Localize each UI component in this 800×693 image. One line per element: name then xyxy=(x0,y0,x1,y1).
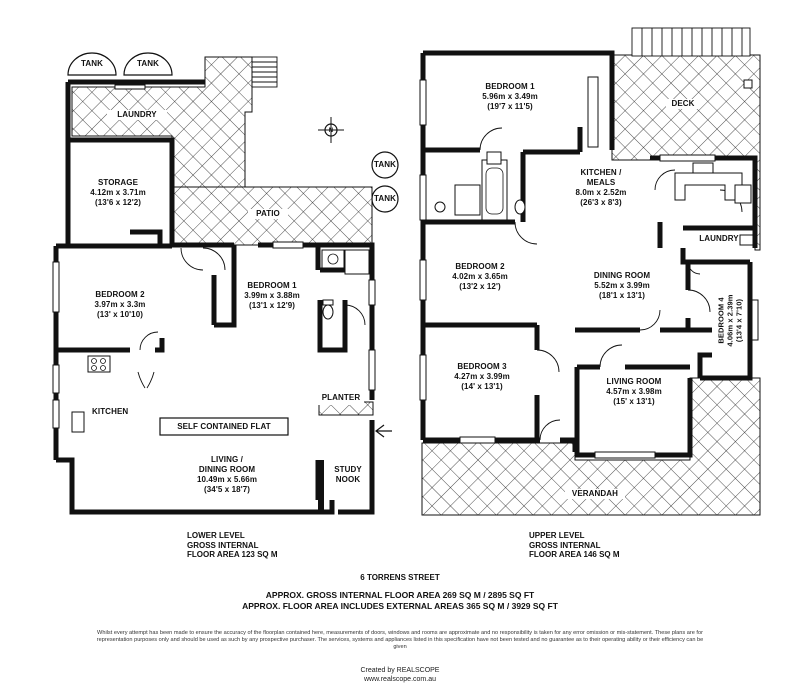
lower-level-summary: LOWER LEVEL GROSS INTERNAL FLOOR AREA 12… xyxy=(187,531,278,560)
room-name: DINING ROOM xyxy=(593,271,651,280)
room-name: BEDROOM 1 xyxy=(247,281,297,290)
tank-label: TANK xyxy=(373,194,397,203)
flat-label: SELF CONTAINED FLAT xyxy=(177,422,271,431)
room-name: BEDROOM 2 xyxy=(455,262,505,271)
tank-label: TANK xyxy=(80,59,104,68)
tank-shape xyxy=(67,52,117,76)
bedroom2-upper-label: BEDROOM 2 4.02m x 3.65m (13'2 x 12') xyxy=(440,262,520,292)
patio-label: PATIO xyxy=(248,209,288,219)
planter-label: PLANTER xyxy=(321,393,361,402)
room-name: STORAGE xyxy=(97,178,139,187)
room-name: STUDY xyxy=(334,465,362,474)
tank-shape xyxy=(371,151,399,179)
living-upper-label: LIVING ROOM 4.57m x 3.98m (15' x 13'1) xyxy=(592,377,676,407)
bedroom1-upper-label: BEDROOM 1 5.96m x 3.49m (19'7 x 11'5) xyxy=(470,82,550,112)
dining-upper-label: DINING ROOM 5.52m x 3.99m (18'1 x 13'1) xyxy=(580,271,664,301)
deck-area xyxy=(611,54,761,251)
room-name: NOOK xyxy=(335,475,361,484)
deck-stairs xyxy=(631,27,751,57)
compass-n-label: N xyxy=(328,128,334,134)
disclaimer: Whilst every attempt has been made to en… xyxy=(96,630,704,651)
summary-line: FLOOR AREA 146 SQ M xyxy=(529,550,620,559)
room-name: BEDROOM 2 xyxy=(95,290,145,299)
room-name: DINING ROOM xyxy=(198,465,256,474)
upper-windows xyxy=(419,76,759,459)
credit-line: Created by REALSCOPE xyxy=(360,667,440,674)
bedroom1-lower-label: BEDROOM 1 3.99m x 3.88m (13'1 x 12'9) xyxy=(232,281,312,311)
room-dim-m: 3.99m x 3.88m xyxy=(244,291,300,300)
summary-line: GROSS INTERNAL xyxy=(187,540,259,550)
room-dim-ft: (34'5 x 18'7) xyxy=(203,485,251,494)
room-dim-m: 8.0m x 2.52m xyxy=(575,188,627,197)
room-dim-m: 4.27m x 3.99m xyxy=(454,372,510,381)
room-dim-m: 5.96m x 3.49m xyxy=(482,92,538,101)
room-dim-ft: (18'1 x 13'1) xyxy=(598,291,646,300)
compass-icon xyxy=(318,117,344,143)
tank-shape xyxy=(371,185,399,213)
room-name: MEALS xyxy=(586,178,616,187)
room-name: BEDROOM 3 xyxy=(457,362,507,371)
summary-line: GROSS INTERNAL xyxy=(529,540,601,550)
deck-label: DECK xyxy=(666,99,700,109)
room-dim-m: 3.97m x 3.3m xyxy=(94,300,146,309)
laundry-upper-label: LAUNDRY xyxy=(699,234,739,243)
room-dim-ft: (13'1 x 12'9) xyxy=(248,301,296,310)
flat-label-box xyxy=(159,417,289,436)
summary-line: UPPER LEVEL xyxy=(529,531,585,540)
address-title: 6 TORRENS STREET xyxy=(360,573,440,582)
room-dim-m: 4.02m x 3.65m xyxy=(452,272,508,281)
laundry-area xyxy=(71,56,253,188)
room-dim-m: 4.12m x 3.71m xyxy=(90,188,146,197)
room-dim-m: 4.06m x 2.39m xyxy=(725,294,735,347)
study-nook-label: STUDY NOOK xyxy=(328,465,368,485)
lower-doors xyxy=(137,247,366,389)
verandah-label: VERANDAH xyxy=(565,489,625,499)
upper-level-summary: UPPER LEVEL GROSS INTERNAL FLOOR AREA 14… xyxy=(529,531,620,560)
lower-level-plan xyxy=(52,52,392,515)
entry-arrow-icon xyxy=(375,424,392,438)
upper-walls xyxy=(420,50,758,458)
room-name: LIVING ROOM xyxy=(606,377,662,386)
storage-label: STORAGE 4.12m x 3.71m (13'6 x 12'2) xyxy=(78,178,158,208)
credit-link[interactable]: www.realscope.com.au xyxy=(364,676,436,683)
kitchen-upper-label: KITCHEN / MEALS 8.0m x 2.52m (26'3 x 8'3… xyxy=(565,168,637,208)
room-dim-ft: (13' x 10'10) xyxy=(96,310,144,319)
laundry-label-lower: LAUNDRY xyxy=(107,110,167,120)
bedroom2-lower-label: BEDROOM 2 3.97m x 3.3m (13' x 10'10) xyxy=(75,290,165,320)
living-lower-label: LIVING / DINING ROOM 10.49m x 5.66m (34'… xyxy=(172,455,282,495)
tank-label: TANK xyxy=(373,160,397,169)
room-dim-ft: (19'7 x 11'5) xyxy=(487,102,533,111)
summary-line: FLOOR AREA 123 SQ M xyxy=(187,550,278,559)
summary-line: LOWER LEVEL xyxy=(187,531,245,540)
room-dim-ft: (14' x 13'1) xyxy=(461,382,503,391)
upper-level-plan xyxy=(419,27,761,516)
area-line-2: APPROX. FLOOR AREA INCLUDES EXTERNAL ARE… xyxy=(242,601,558,611)
bedroom3-upper-label: BEDROOM 3 4.27m x 3.99m (14' x 13'1) xyxy=(440,362,524,392)
kitchen-lower-label: KITCHEN xyxy=(92,407,129,416)
room-dim-m: 10.49m x 5.66m xyxy=(196,475,258,484)
credit: Created by REALSCOPE www.realscope.com.a… xyxy=(0,666,800,684)
room-dim-ft: (13'6 x 12'2) xyxy=(94,198,142,207)
room-dim-ft: (15' x 13'1) xyxy=(613,397,655,406)
bedroom4-upper-label: BEDROOM 4 4.06m x 2.39m (13'4 x 7'10) xyxy=(717,276,744,366)
room-dim-m: 5.52m x 3.99m xyxy=(594,281,650,290)
room-dim-m: 4.57m x 3.98m xyxy=(606,387,662,396)
lower-windows xyxy=(52,84,376,429)
room-dim-ft: (13'2 x 12') xyxy=(459,282,501,291)
room-name: KITCHEN / xyxy=(580,168,622,177)
stairs xyxy=(251,56,278,88)
tank-shape xyxy=(123,52,173,76)
area-line-1: APPROX. GROSS INTERNAL FLOOR AREA 269 SQ… xyxy=(265,590,535,600)
room-name: BEDROOM 1 xyxy=(485,82,535,91)
room-name: BEDROOM 4 xyxy=(716,297,726,344)
room-dim-ft: (13'4 x 7'10) xyxy=(734,298,744,343)
room-dim-ft: (26'3 x 8'3) xyxy=(580,198,622,207)
room-name: LIVING / xyxy=(211,455,243,464)
tank-label: TANK xyxy=(136,59,160,68)
